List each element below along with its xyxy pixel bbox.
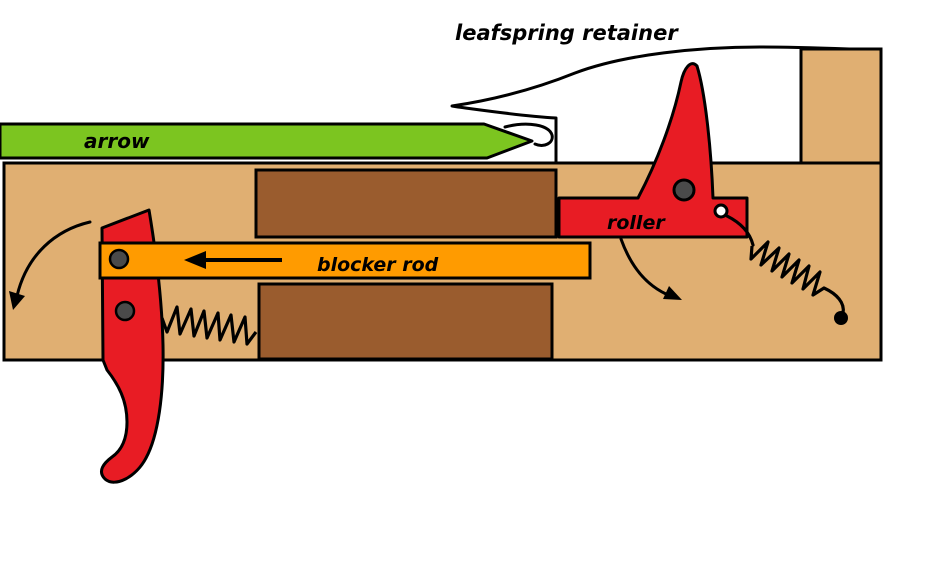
stock-top-block [799, 47, 883, 165]
roller-sear [557, 62, 749, 239]
roller-motion-arrow-head [663, 286, 682, 300]
roller-hook-pin [713, 203, 729, 219]
label-blocker-rod: blocker rod [317, 254, 439, 276]
trigger-pivot-upper [108, 248, 130, 270]
spring-anchor-dot [834, 311, 848, 325]
trigger-motion-arrow-curve [15, 220, 92, 298]
roller-spring-coil [749, 240, 825, 297]
trigger-spring-coil [160, 305, 258, 346]
trigger-motion-arrow-head [9, 291, 25, 310]
roller-spring-tail [822, 286, 845, 315]
blocker-rod [98, 241, 592, 280]
lower-guide-block [257, 282, 554, 361]
trigger-pivot-lower [114, 300, 136, 322]
arrow-shaft [0, 122, 534, 160]
leafspring-retainer-blade [450, 45, 883, 165]
roller-motion-arrow-curve [619, 237, 668, 296]
roller-spring-lead [725, 214, 755, 247]
label-roller: roller [607, 212, 666, 234]
label-arrow: arrow [84, 129, 150, 153]
retainer-tip-hook [503, 122, 554, 147]
roller-pivot [672, 178, 696, 202]
label-leafspring-retainer: leafspring retainer [455, 21, 679, 45]
rod-direction-arrow-head [184, 251, 206, 269]
upper-guide-block [254, 168, 558, 239]
